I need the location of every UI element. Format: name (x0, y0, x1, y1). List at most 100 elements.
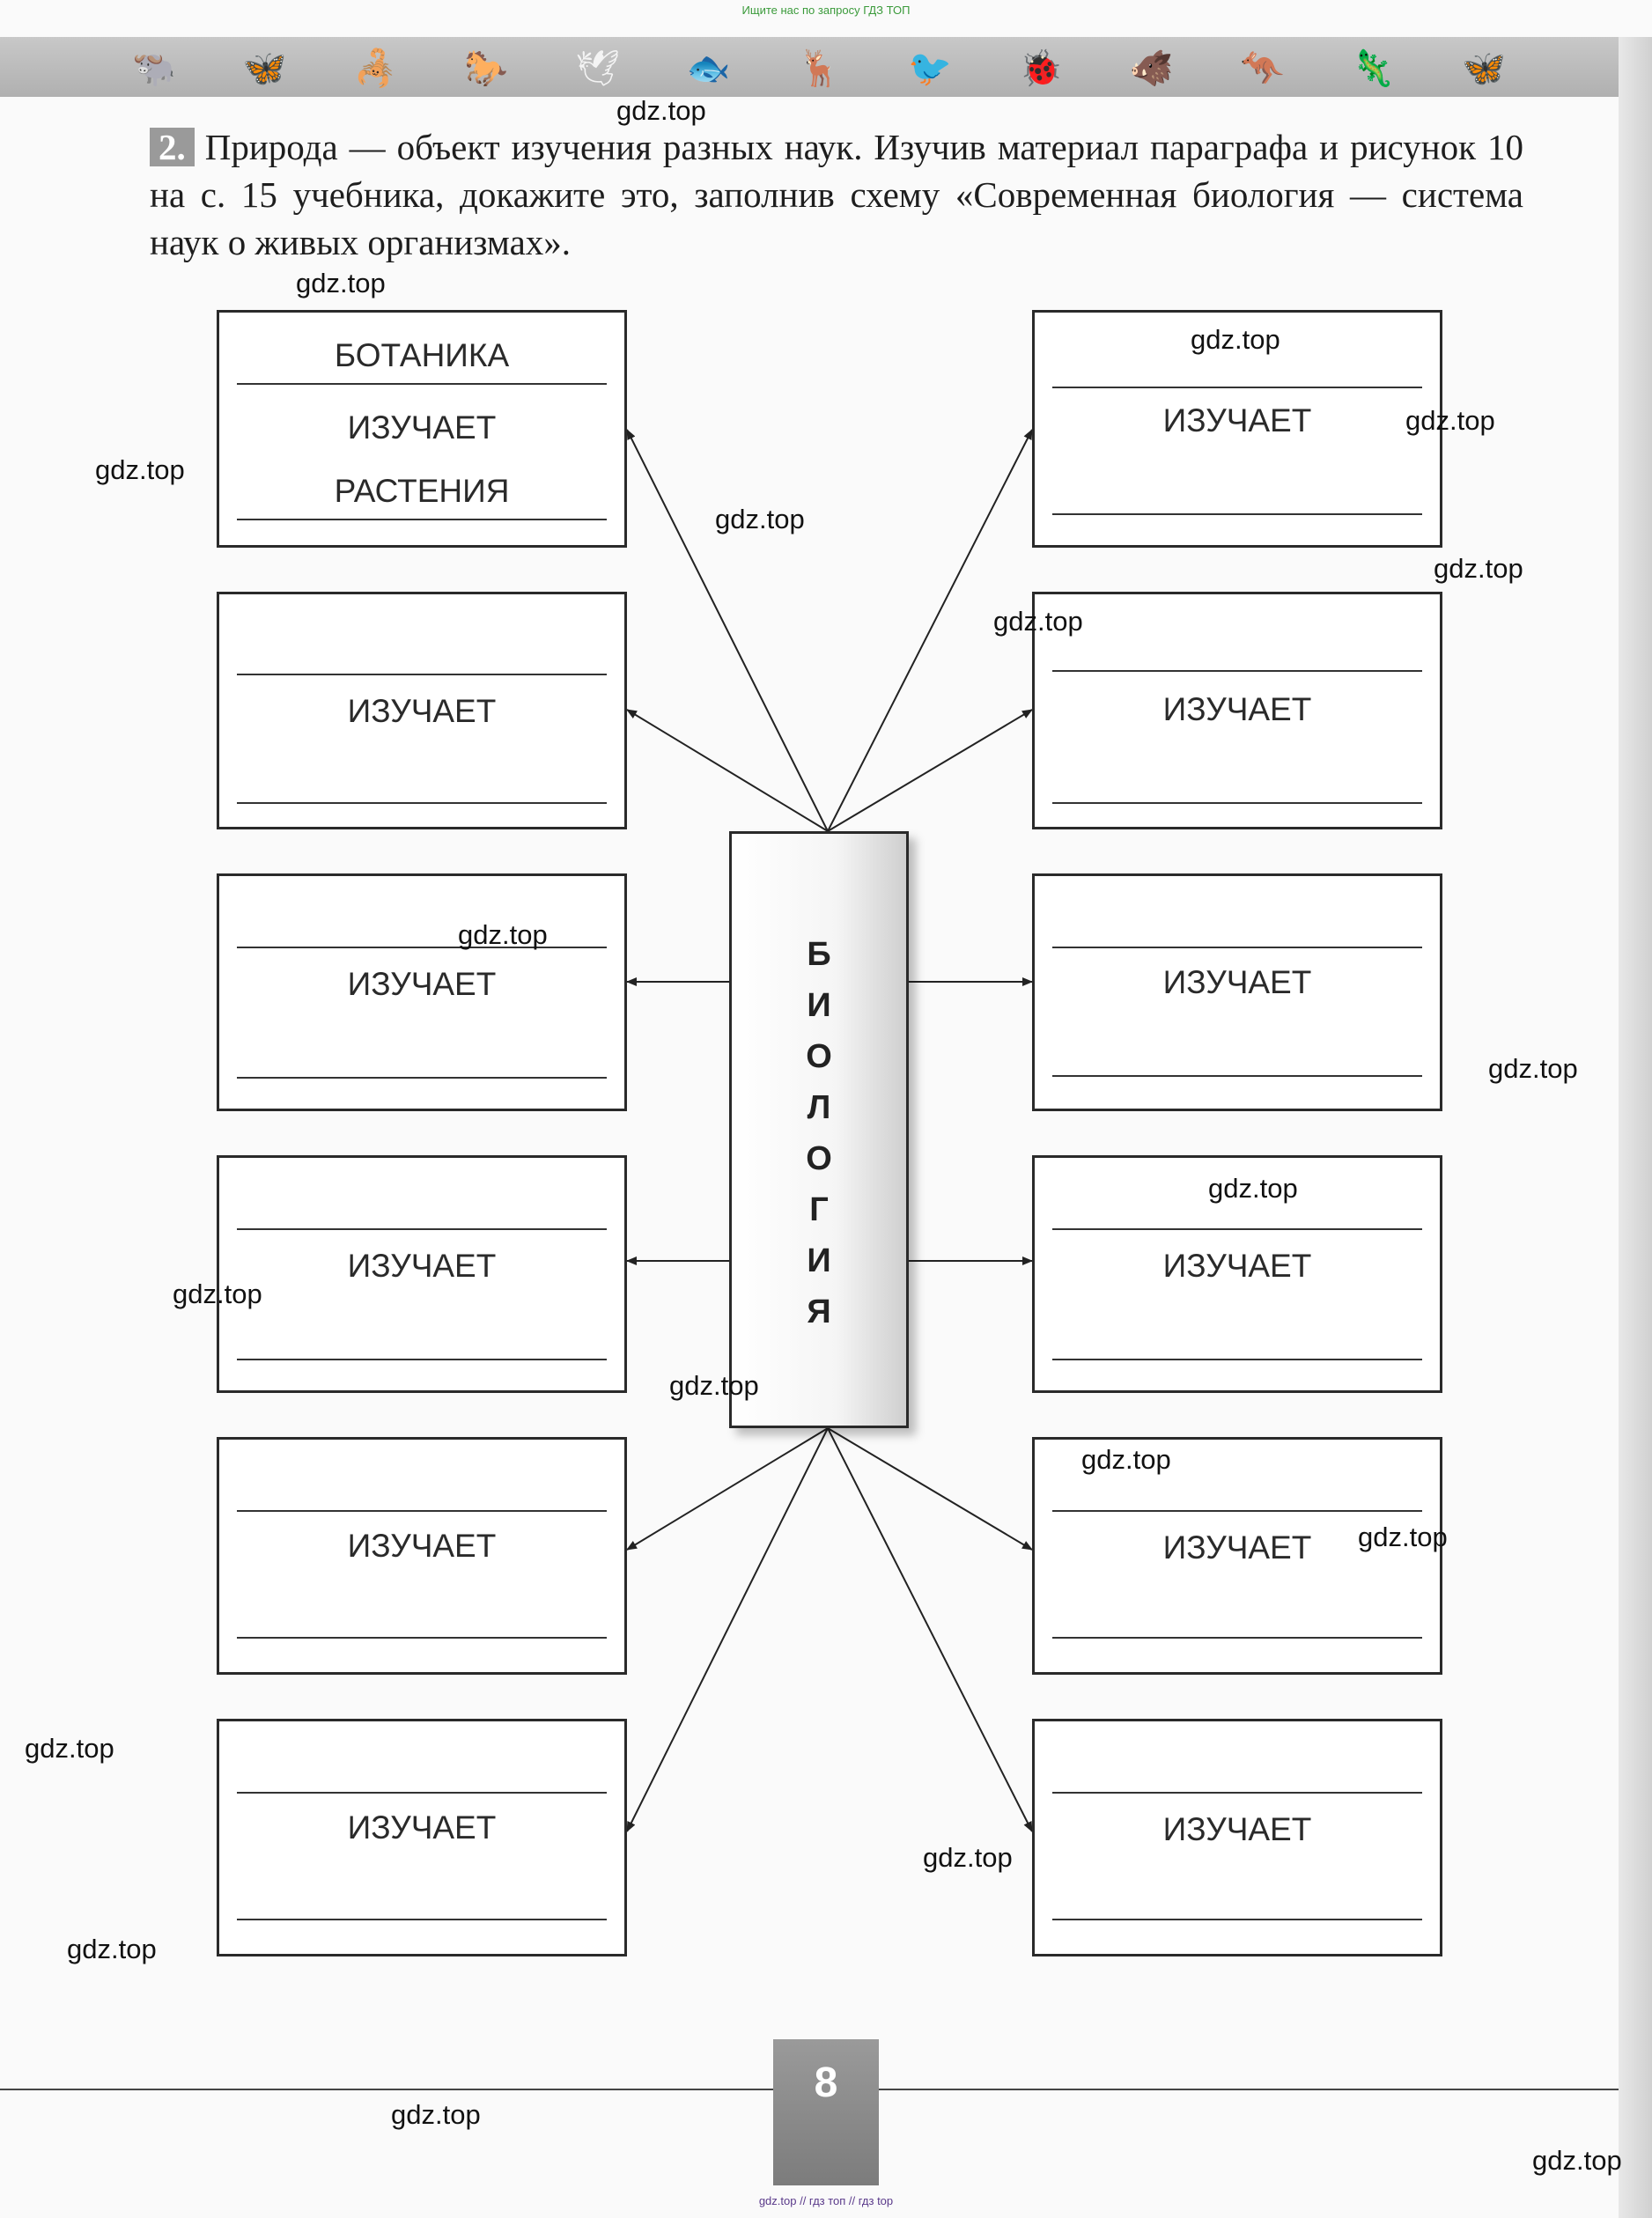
science-box-left-1: БОТАНИКА ИЗУЧАЕТ РАСТЕНИЯ (217, 310, 627, 548)
answer-line (1052, 1228, 1422, 1230)
science-box-left-3: ИЗУЧАЕТ (217, 873, 627, 1111)
watermark: gdz.top (67, 1934, 157, 1964)
answer-line (1052, 1075, 1422, 1077)
studies-label: ИЗУЧАЕТ (1162, 1529, 1312, 1566)
answer-line (1052, 1792, 1422, 1794)
studies-label: ИЗУЧАЕТ (347, 409, 497, 446)
arrow-left-6 (626, 1427, 829, 1832)
watermark: gdz.top (993, 606, 1083, 637)
arrow-left-1 (626, 429, 829, 832)
science-box-left-2: ИЗУЧАЕТ (217, 592, 627, 829)
answer-line (1052, 802, 1422, 804)
heron-icon: 🐦 (908, 48, 953, 88)
watermark: gdz.top (1488, 1053, 1578, 1084)
watermark: gdz.top (923, 1842, 1013, 1873)
watermark: gdz.top (1434, 553, 1523, 584)
answer-line (1052, 387, 1422, 388)
science-box-right-2: ИЗУЧАЕТ (1032, 592, 1442, 829)
arrow-right-1 (827, 429, 1033, 832)
science-box-right-1: ИЗУЧАЕТ (1032, 310, 1442, 548)
biology-letter: Л (807, 1089, 831, 1126)
answer-line (1052, 1510, 1422, 1512)
answer-line (237, 1637, 607, 1639)
watermark: gdz.top (616, 95, 706, 126)
answer-line (1052, 947, 1422, 948)
bird-icon: 🕊 (575, 48, 620, 88)
biology-letter: О (806, 1038, 832, 1075)
arrow-right-5 (827, 1427, 1033, 1551)
answer-line (1052, 670, 1422, 672)
bison-icon: 🐃 (132, 48, 176, 88)
watermark: gdz.top (173, 1278, 262, 1309)
answer-line (237, 1510, 607, 1512)
study-object: РАСТЕНИЯ (334, 473, 510, 509)
watermark: gdz.top (1191, 324, 1280, 355)
top-note: Ищите нас по запросу ГДЗ ТОП (741, 4, 911, 17)
science-box-left-6: ИЗУЧАЕТ (217, 1719, 627, 1956)
arrow-right-6 (827, 1427, 1033, 1832)
watermark: gdz.top (1358, 1522, 1448, 1552)
page-number: 8 (814, 2060, 838, 2106)
answer-line (1052, 1359, 1422, 1360)
studies-label: ИЗУЧАЕТ (347, 1809, 497, 1846)
watermark: gdz.top (715, 504, 805, 534)
watermark: gdz.top (296, 268, 386, 298)
answer-line (237, 674, 607, 675)
science-box-left-4: ИЗУЧАЕТ (217, 1155, 627, 1393)
banner-icons: 🐃 🦋 🦂 🐎 🕊 🐟 🦌 🐦 🐞 🐗 🦘 🦎 🦋 (132, 44, 1506, 92)
page-number-tab (773, 2039, 879, 2185)
answer-line (237, 1077, 607, 1079)
science-name: БОТАНИКА (334, 337, 510, 373)
answer-line (237, 1359, 607, 1360)
studies-label: ИЗУЧАЕТ (1162, 964, 1312, 1000)
task-text-block: 2.Природа — объект изучения разных наук.… (150, 123, 1523, 266)
biology-letter: Я (807, 1293, 831, 1330)
studies-label: ИЗУЧАЕТ (1162, 1811, 1312, 1847)
studies-label: ИЗУЧАЕТ (347, 1528, 497, 1564)
biology-letter: И (807, 987, 831, 1024)
biology-letter: О (806, 1140, 832, 1177)
answer-line (237, 1792, 607, 1794)
arrow-left-2 (626, 709, 829, 832)
studies-label: ИЗУЧАЕТ (347, 1248, 497, 1284)
biology-vertical-word: Б И О Л О Г И Я (732, 929, 906, 1337)
biology-letter: Б (807, 936, 831, 973)
science-box-right-4: ИЗУЧАЕТ (1032, 1155, 1442, 1393)
watermark: gdz.top (95, 454, 185, 485)
answer-line (237, 802, 607, 804)
watermark: gdz.top (458, 919, 548, 950)
lizard-icon: 🦎 (1351, 48, 1396, 88)
science-box-right-3: ИЗУЧАЕТ (1032, 873, 1442, 1111)
answer-line (237, 383, 607, 385)
answer-line (237, 519, 607, 520)
watermark: gdz.top (1208, 1173, 1298, 1204)
studies-label: ИЗУЧАЕТ (347, 693, 497, 729)
butterfly-icon: 🦋 (242, 48, 287, 88)
answer-line (237, 1919, 607, 1920)
watermark: gdz.top (25, 1733, 114, 1764)
science-box-right-6: ИЗУЧАЕТ (1032, 1719, 1442, 1956)
science-box-right-5: ИЗУЧАЕТ (1032, 1437, 1442, 1675)
moth-icon: 🦋 (1462, 48, 1506, 88)
biology-center-box: Б И О Л О Г И Я (729, 831, 909, 1428)
studies-label: ИЗУЧАЕТ (347, 966, 497, 1002)
page-edge (1619, 37, 1652, 2218)
answer-line (237, 1228, 607, 1230)
fish-icon: 🐟 (686, 48, 731, 88)
answer-line (1052, 1919, 1422, 1920)
watermark: gdz.top (391, 2099, 481, 2130)
answer-line (1052, 1637, 1422, 1639)
animal-banner (0, 37, 1619, 97)
arrow-left-5 (626, 1427, 829, 1551)
watermark: gdz.top (669, 1370, 759, 1401)
studies-label: ИЗУЧАЕТ (1162, 691, 1312, 727)
arrow-right-2 (827, 709, 1033, 832)
watermark: gdz.top (1081, 1444, 1171, 1475)
biology-letter: Г (809, 1191, 829, 1228)
watermark: gdz.top (1532, 2145, 1622, 2176)
science-box-left-5: ИЗУЧАЕТ (217, 1437, 627, 1675)
watermark: gdz.top (1405, 405, 1495, 436)
horse-icon: 🐎 (464, 48, 509, 88)
kangaroo-icon: 🦘 (1240, 48, 1285, 88)
